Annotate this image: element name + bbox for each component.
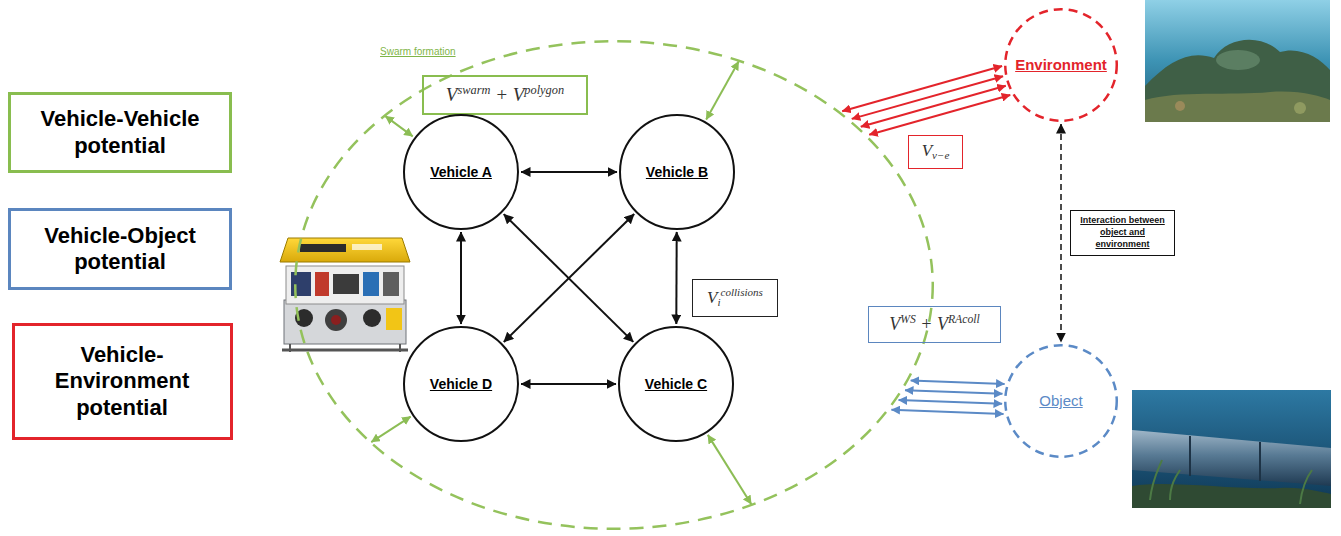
connector-arrow	[460, 232, 462, 324]
potential-label: Vehicle-Vehicle potential	[19, 106, 221, 159]
potential-box: Vehicle-Environment potential	[12, 323, 233, 440]
entity-label: Environment	[1015, 56, 1107, 74]
connector-arrow	[911, 380, 1005, 383]
formula-box: Vv−e	[908, 135, 963, 170]
formula-box: Vswarm + Vpolygon	[422, 75, 588, 115]
potential-label: Vehicle-Environment potential	[23, 342, 222, 421]
connector-arrow	[521, 383, 616, 385]
swarm-region-outline	[294, 40, 934, 530]
connector-arrow	[706, 61, 738, 119]
connector-arrow	[385, 116, 412, 136]
connector-arrow	[891, 410, 1003, 414]
swarm-region-shape	[295, 41, 933, 529]
environment-circle: Environment	[1004, 8, 1118, 122]
region-heading: Swarm formation	[380, 46, 456, 58]
formula-part: V	[707, 288, 717, 307]
formula-part: V	[937, 314, 948, 334]
connector-arrow	[899, 400, 1003, 404]
formula: Vicollisions	[707, 286, 763, 309]
connector-arrow	[504, 214, 634, 342]
formula-part: +	[916, 314, 937, 334]
object-circle: Object	[1004, 344, 1118, 458]
edge-label: Interaction between object and environme…	[1076, 215, 1169, 250]
vehicle-label: Vehicle A	[430, 164, 492, 181]
vehicle-circle-shape	[404, 327, 518, 441]
formula: Vv−e	[922, 141, 950, 163]
formula-part: i	[717, 296, 720, 308]
vehicle-circle-shape	[404, 115, 518, 229]
connector-arrow	[504, 214, 634, 342]
formula-part: collisions	[721, 286, 763, 298]
vehicle-circle-shape	[620, 115, 734, 229]
formula-box: Vicollisions	[692, 279, 778, 317]
connector-arrow	[1060, 124, 1062, 342]
vehicle-circle: Vehicle D	[403, 326, 519, 442]
formula-part: RAcoll	[948, 313, 980, 326]
connector-arrow	[861, 86, 1006, 127]
connector-arrow	[371, 417, 410, 442]
edge-label-box: Interaction between object and environme…	[1070, 210, 1175, 255]
connector-arrow	[869, 95, 1010, 135]
formula-part: V	[513, 84, 525, 105]
potential-box: Vehicle-Object potential	[8, 208, 232, 290]
vehicle-circle: Vehicle A	[403, 114, 519, 230]
swarm-region: Swarm formationVswarm + VpolygonVehicle …	[294, 40, 934, 530]
formula-part: +	[490, 84, 512, 105]
environment-circle-shape	[1005, 9, 1117, 121]
formula: VWS + VRAcoll	[889, 313, 980, 336]
formula-part: polygon	[524, 83, 564, 97]
formula: Vswarm + Vpolygon	[446, 83, 564, 107]
connector-arrow	[708, 435, 751, 504]
vehicle-circle: Vehicle C	[618, 326, 734, 442]
connector-arrow	[521, 171, 617, 173]
object-circle-shape	[1005, 345, 1117, 457]
vehicle-circle: Vehicle B	[619, 114, 735, 230]
formula-part: WS	[900, 313, 916, 326]
vehicle-label: Vehicle D	[430, 376, 492, 393]
formula-box: VWS + VRAcoll	[868, 306, 1001, 344]
formula-part: swarm	[457, 83, 490, 97]
vehicle-label: Vehicle B	[646, 164, 708, 181]
potential-label: Vehicle-Object potential	[19, 223, 221, 276]
formula-part: V	[446, 84, 458, 105]
pipeline-photo	[1132, 390, 1331, 508]
entity-label: Object	[1039, 392, 1082, 410]
vehicle-circle-shape	[619, 327, 733, 441]
reef-photo	[1145, 0, 1330, 122]
connector-arrow	[852, 76, 1003, 119]
rov-illustration	[280, 238, 410, 352]
formula-part: V	[889, 314, 900, 334]
connector-arrow	[905, 390, 1002, 394]
connector-arrow	[675, 232, 677, 324]
formula-part: V	[922, 141, 932, 160]
potential-box: Vehicle-Vehicle potential	[8, 92, 232, 173]
formula-part: v−e	[932, 150, 949, 162]
vehicle-label: Vehicle C	[645, 376, 707, 393]
